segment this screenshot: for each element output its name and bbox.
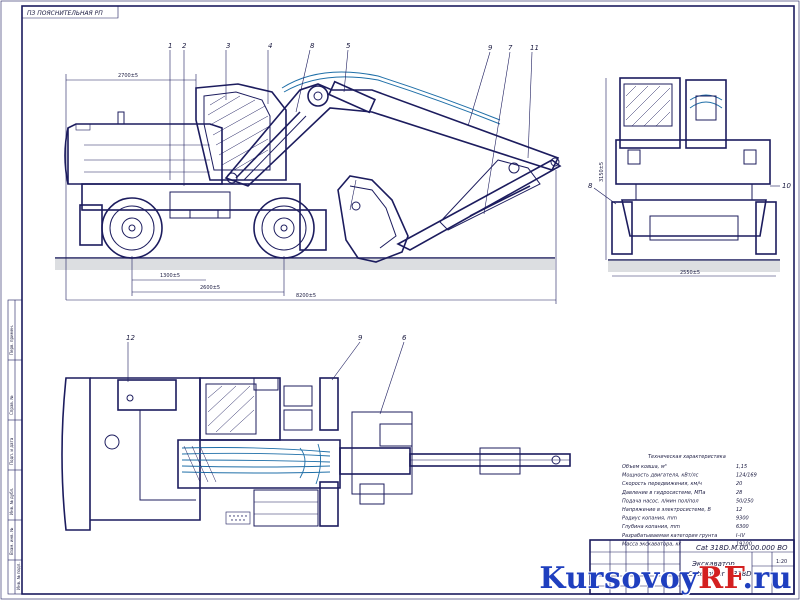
plan-arm-housing — [351, 411, 413, 495]
header-tab-text: ПЗ ПОЯСНИТЕЛЬНАЯ РП — [27, 10, 103, 17]
side-stamp-4: Взам. инв. № — [9, 528, 14, 555]
front-view: 3150±5 2550±5 8 10 — [588, 77, 791, 277]
front-blade — [299, 209, 327, 251]
spec-label: Подача насос. л/мин пол/пол — [622, 498, 699, 504]
spec-value: I–IV — [736, 533, 745, 539]
plan-engine — [117, 379, 177, 411]
dim-overall: 8200±5 — [296, 293, 316, 299]
bucket — [337, 175, 409, 263]
spec-label: Давление в гидросистеме, МПа — [621, 490, 705, 496]
rear-outrigger — [79, 204, 103, 246]
boom-cylinder — [235, 111, 301, 179]
spec-value: 12 — [736, 507, 742, 513]
spec-label: Скорость передвижения, км/ч — [622, 481, 702, 487]
callout-1: 1 — [168, 42, 172, 50]
side-stamp-0: Перв. примен. — [9, 325, 14, 355]
bucket-cylinder — [469, 185, 531, 217]
plan-bucket — [479, 447, 521, 475]
plan-view: 12 9 6 — [61, 334, 571, 531]
ground-hatch — [55, 258, 555, 270]
spec-label: Глубина копания, mm — [622, 524, 680, 530]
spec-value: 9300 — [736, 516, 749, 522]
cab-glass-hatch — [207, 95, 269, 171]
cab — [195, 83, 287, 181]
spec-label: Мощность двигателя, кВт/лс — [622, 473, 699, 479]
spec-label: Масса экскаватора, кг — [622, 541, 682, 547]
cab-window — [203, 91, 271, 171]
watermark-suffix: .ru — [742, 561, 792, 596]
callout-5: 5 — [346, 42, 351, 50]
side-stamp-6: Инв. № подл. — [16, 562, 21, 590]
plan-boom-base — [177, 439, 341, 489]
callout-4: 4 — [268, 42, 272, 50]
watermark-left: Kursovoy — [539, 561, 699, 596]
watermark-right: RF — [698, 561, 743, 596]
spec-value: 50/250 — [736, 498, 754, 504]
dim-bottom-b: 2600±5 — [200, 285, 220, 291]
rear-wheel — [101, 197, 163, 259]
dipper-arm — [396, 159, 562, 251]
plan-counterweight — [61, 377, 91, 531]
front-dim-width: 2550±5 — [680, 270, 700, 276]
watermark: KursovoyRF.ru — [539, 561, 792, 596]
front-wheel — [253, 197, 315, 259]
plan-callout-12: 12 — [126, 334, 135, 342]
spec-value: 28 — [736, 490, 742, 496]
title-name-1: Экскаватор — [691, 560, 735, 568]
spec-value: 19100 — [736, 541, 752, 547]
side-view: 2700±5 1300±5 2600±5 8200±5 1 2 3 4 — [55, 42, 562, 304]
plan-callout-6: 6 — [402, 334, 407, 342]
chassis — [81, 183, 301, 211]
dim-top: 2700±5 — [118, 73, 138, 79]
side-stamp-2: Подп. и дата — [9, 437, 14, 465]
title-name-2: Caterpillar M318D — [688, 570, 752, 578]
side-stamp: Перв. примен. Справ. № Подп. и дата Инв.… — [7, 299, 23, 595]
front-body — [615, 139, 771, 185]
title-scale: 1:20 — [776, 559, 787, 565]
front-boom — [685, 79, 727, 149]
front-callout-8: 8 — [588, 182, 593, 190]
plan-front-blade — [319, 377, 339, 431]
front-callout-10: 10 — [782, 182, 791, 190]
callout-3: 3 — [226, 42, 230, 50]
callout-8: 8 — [310, 42, 315, 50]
side-stamp-3: Инв. № дубл. — [9, 488, 14, 515]
title-code: Cat 318D.M.00.00.000 ВО — [696, 544, 788, 552]
spec-value: 6300 — [736, 524, 749, 530]
front-axle — [621, 199, 767, 237]
spec-label: Радиус копания, mm — [622, 516, 677, 522]
front-right-wheel — [755, 201, 777, 255]
specs-table: Техническая характеристика Объем ковша, … — [621, 454, 757, 547]
callout-9: 9 — [488, 44, 493, 52]
spec-value: 1,15 — [736, 464, 747, 470]
hydraulic-hose — [281, 71, 501, 121]
title-block: Cat 318D.M.00.00.000 ВО Экскаватор Cater… — [589, 539, 795, 595]
arm-cylinder — [327, 80, 377, 114]
header-tab: ПЗ ПОЯСНИТЕЛЬНАЯ РП — [21, 5, 119, 19]
front-cab — [619, 77, 681, 149]
specs-title: Техническая характеристика — [648, 454, 726, 460]
spec-value: 20 — [736, 481, 742, 487]
front-dim-height: 3150±5 — [599, 162, 605, 182]
spec-label: Разрабатываемая категория грунта — [622, 533, 717, 539]
plan-upper — [90, 377, 201, 521]
callout-11: 11 — [530, 44, 539, 52]
spec-label: Объем ковша, м³ — [622, 464, 667, 470]
front-left-wheel — [611, 201, 633, 255]
spec-label: Напряжение в электросистеме, В — [622, 507, 712, 513]
spec-value: 124/169 — [736, 473, 757, 479]
boom — [224, 83, 560, 187]
front-ground — [608, 260, 780, 272]
plan-hoses — [181, 443, 331, 485]
dim-bottom-a: 1300±5 — [160, 273, 180, 279]
side-stamp-1: Справ. № — [9, 396, 14, 415]
plan-callout-9: 9 — [358, 334, 363, 342]
callout-7: 7 — [508, 44, 513, 52]
callout-2: 2 — [182, 42, 187, 50]
dimensions-side: 2700±5 1300±5 2600±5 8200±5 — [65, 73, 557, 304]
callouts-side: 1 2 3 4 8 5 9 7 11 — [168, 42, 539, 215]
